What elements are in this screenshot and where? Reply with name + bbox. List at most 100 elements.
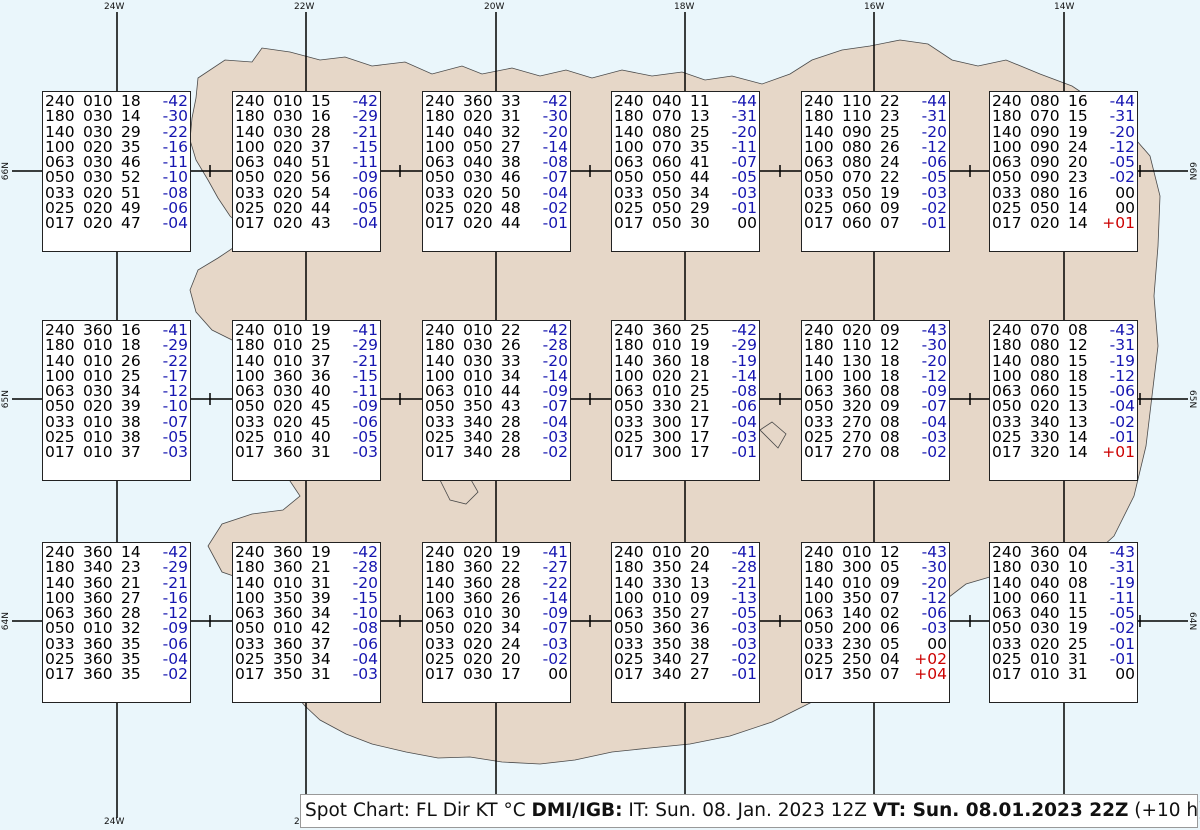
flight-level: 050 [235,619,265,638]
lon-label-top-24w: 24W [104,2,125,12]
temperature: -04 [1109,397,1135,416]
wind-direction: 010 [83,366,113,385]
wind-direction: 360 [83,588,113,607]
wind-direction: 350 [652,634,682,653]
temperature: -19 [731,351,757,370]
flight-level: 240 [992,321,1022,339]
flight-level: 025 [614,650,644,669]
flight-level: 100 [804,588,834,607]
temperature: -41 [352,321,378,339]
temperature: -16 [162,137,188,156]
wind-direction: 300 [652,412,682,431]
wind-speed: 13 [1068,412,1088,431]
wind-direction: 020 [463,634,493,653]
wind-speed: 19 [1068,122,1088,141]
temperature: -08 [352,619,378,638]
temperature: -20 [921,351,947,370]
wind-speed: 45 [311,397,331,416]
wind-direction: 050 [463,137,493,156]
wind-speed: 26 [880,137,900,156]
wind-direction: 020 [273,214,303,233]
temperature: -43 [1109,321,1135,339]
wind-direction: 330 [652,397,682,416]
temperature: -42 [352,92,378,110]
temperature: -06 [921,604,947,623]
wind-direction: 360 [83,650,113,669]
wind-speed: 40 [311,428,331,447]
temperature: +02 [914,650,947,669]
wind-direction: 040 [463,122,493,141]
flight-level: 033 [614,634,644,653]
flight-level: 025 [992,650,1022,669]
flight-level: 063 [235,153,265,172]
temperature: -20 [921,573,947,592]
lon-label-top-20w: 20W [484,2,505,12]
flight-level: 033 [45,412,75,431]
temperature: -06 [162,199,188,218]
footer-lead-time: (+10 h) [1128,800,1200,821]
temperature: -14 [542,366,568,385]
wind-direction: 360 [273,443,303,462]
flight-level: 240 [425,543,455,561]
temperature: 00 [927,634,947,653]
wind-speed: 51 [121,183,141,202]
temperature: -10 [162,397,188,416]
lon-label-top-16w: 16W [864,2,885,12]
flight-level: 180 [235,336,265,355]
wind-speed: 51 [311,153,331,172]
temperature: -30 [921,558,947,577]
flight-level: 240 [235,92,265,110]
flight-level: 063 [235,604,265,623]
wind-speed: 16 [121,321,141,339]
wind-speed: 16 [1068,92,1088,110]
flight-level: 100 [614,588,644,607]
temperature: -12 [1109,366,1135,385]
temperature: -19 [1109,351,1135,370]
wind-speed: 22 [880,92,900,110]
wind-direction: 010 [652,543,682,561]
temperature: -06 [731,397,757,416]
flight-level: 100 [45,366,75,385]
wind-speed: 14 [1068,443,1088,462]
flight-level: 025 [614,428,644,447]
wind-direction: 030 [83,107,113,126]
flight-level: 017 [804,443,834,462]
temperature: -05 [731,168,757,187]
lake-outline-2 [759,421,787,449]
flight-level: 017 [614,665,644,684]
temperature: -30 [921,336,947,355]
temperature: -03 [542,428,568,447]
temperature: -21 [352,122,378,141]
wind-speed: 11 [690,92,710,110]
flight-level: 050 [804,168,834,187]
wind-speed: 14 [1068,214,1088,233]
footer-valid-time: VT: Sun. 08.01.2023 22Z [872,800,1129,821]
flight-level: 063 [804,604,834,623]
wind-direction: 340 [1030,412,1060,431]
wind-direction: 360 [273,604,303,623]
wind-speed: 15 [1068,107,1088,126]
temperature: -42 [352,543,378,561]
flight-level: 025 [804,650,834,669]
flight-level: 140 [235,573,265,592]
